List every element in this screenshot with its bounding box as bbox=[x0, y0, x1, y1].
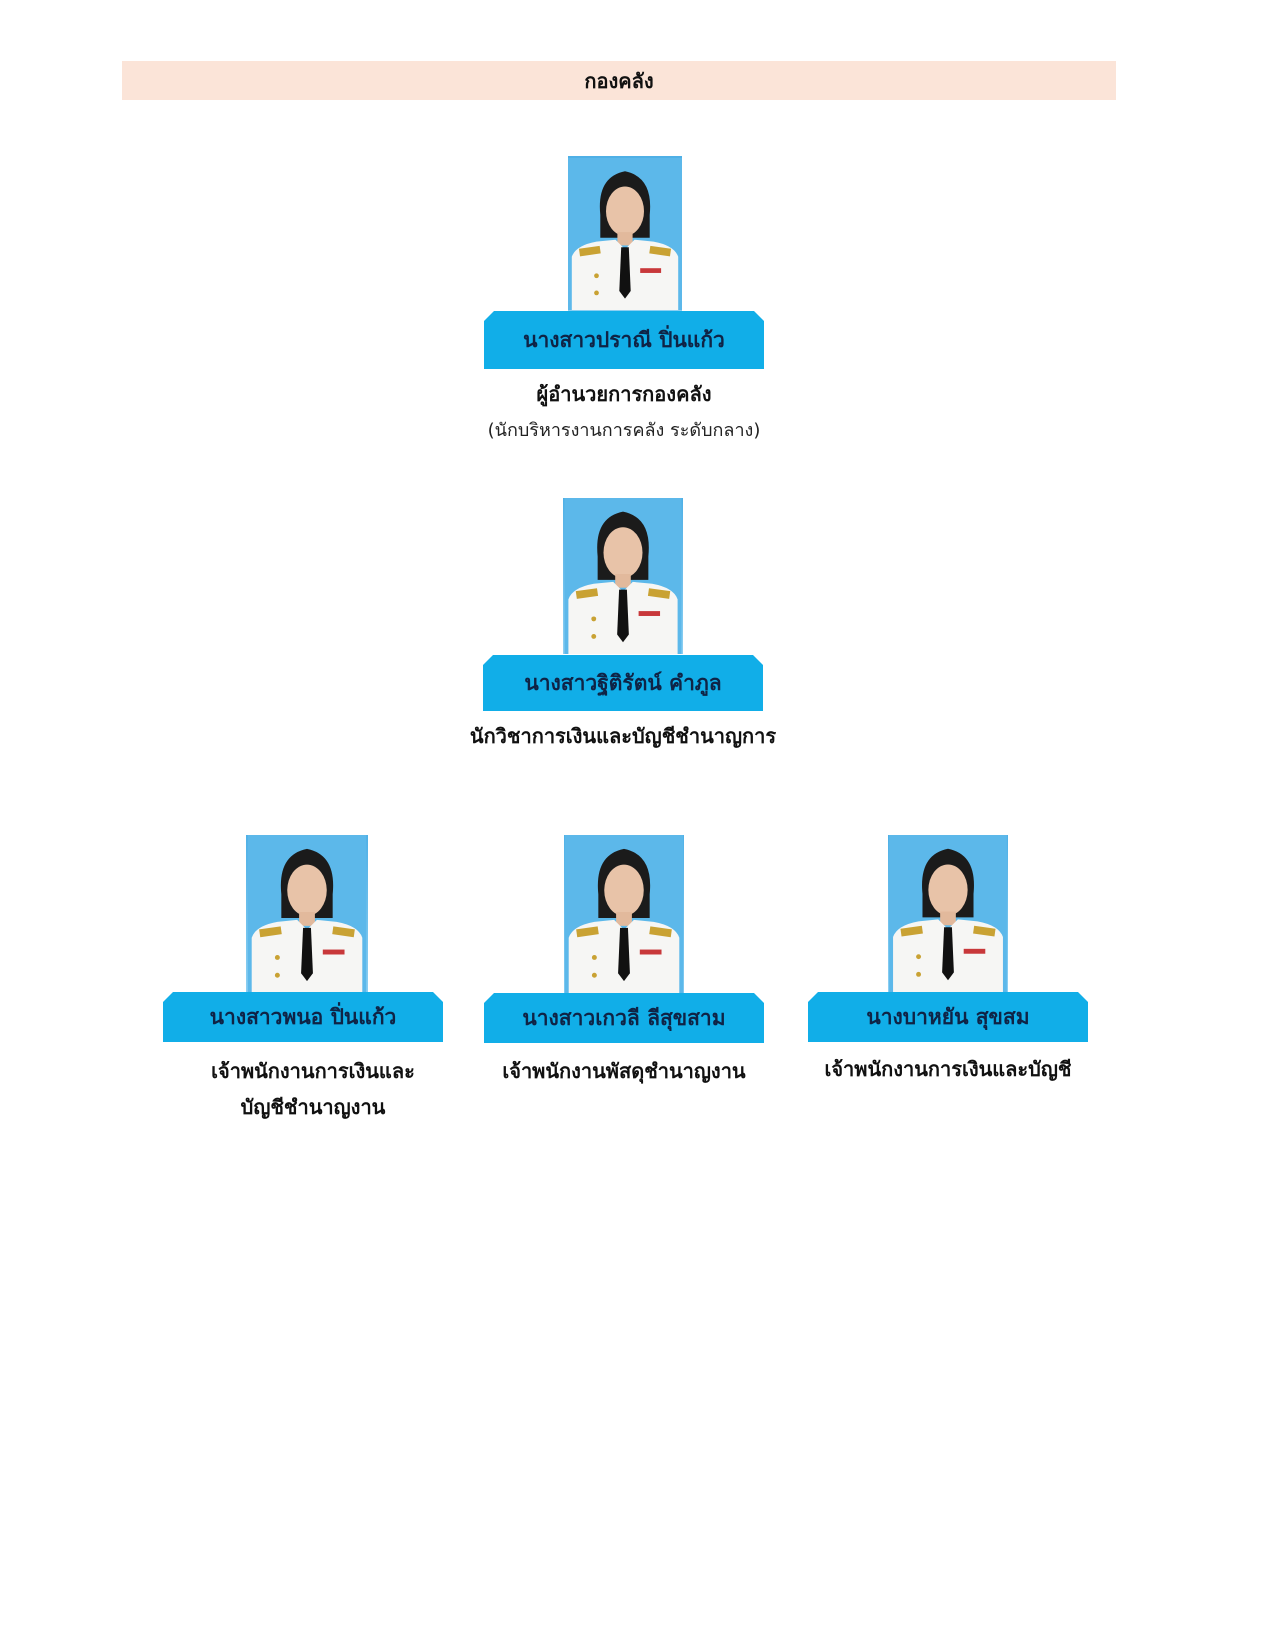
portrait-icon bbox=[888, 835, 1008, 992]
portrait-photo bbox=[246, 835, 368, 993]
portrait-icon bbox=[568, 156, 682, 312]
department-title: กองคลัง bbox=[584, 68, 654, 93]
department-header: กองคลัง bbox=[122, 61, 1116, 100]
portrait-photo bbox=[563, 498, 683, 654]
staff-name: นางสาวพนอ ปิ่นแก้ว bbox=[209, 1004, 397, 1029]
staff-position: เจ้าพนักงานพัสดุชำนาญงาน bbox=[502, 1059, 746, 1083]
name-banner: นางสาวพนอ ปิ่นแก้ว bbox=[163, 992, 443, 1042]
staff-position: ผู้อำนวยการกองคลัง bbox=[536, 382, 712, 406]
staff-subposition: (นักบริหารงานการคลัง ระดับกลาง) bbox=[487, 420, 761, 441]
portrait-photo bbox=[888, 835, 1008, 992]
portrait-icon bbox=[246, 835, 368, 993]
name-banner: นางสาวฐิติรัตน์ คำภูล bbox=[483, 655, 763, 711]
name-banner: นางสาวปราณี ปิ่นแก้ว bbox=[484, 311, 764, 369]
portrait-icon bbox=[564, 835, 684, 993]
portrait-photo bbox=[564, 835, 684, 993]
portrait-icon bbox=[563, 498, 683, 654]
portrait-photo bbox=[568, 156, 682, 312]
staff-name: นางสาวเกวลี ลีสุขสาม bbox=[522, 1005, 726, 1030]
staff-name: นางสาวปราณี ปิ่นแก้ว bbox=[523, 327, 725, 352]
staff-position: นักวิชาการเงินและบัญชีชำนาญการ bbox=[469, 724, 777, 748]
name-banner: นางสาวเกวลี ลีสุขสาม bbox=[484, 993, 764, 1043]
staff-position: เจ้าพนักงานการเงินและบัญชีชำนาญงาน bbox=[211, 1059, 415, 1119]
name-banner: นางบาหยัน สุขสม bbox=[808, 992, 1088, 1042]
staff-position: เจ้าพนักงานการเงินและบัญชี bbox=[824, 1057, 1072, 1081]
staff-name: นางบาหยัน สุขสม bbox=[866, 1004, 1030, 1029]
staff-name: นางสาวฐิติรัตน์ คำภูล bbox=[524, 670, 722, 695]
